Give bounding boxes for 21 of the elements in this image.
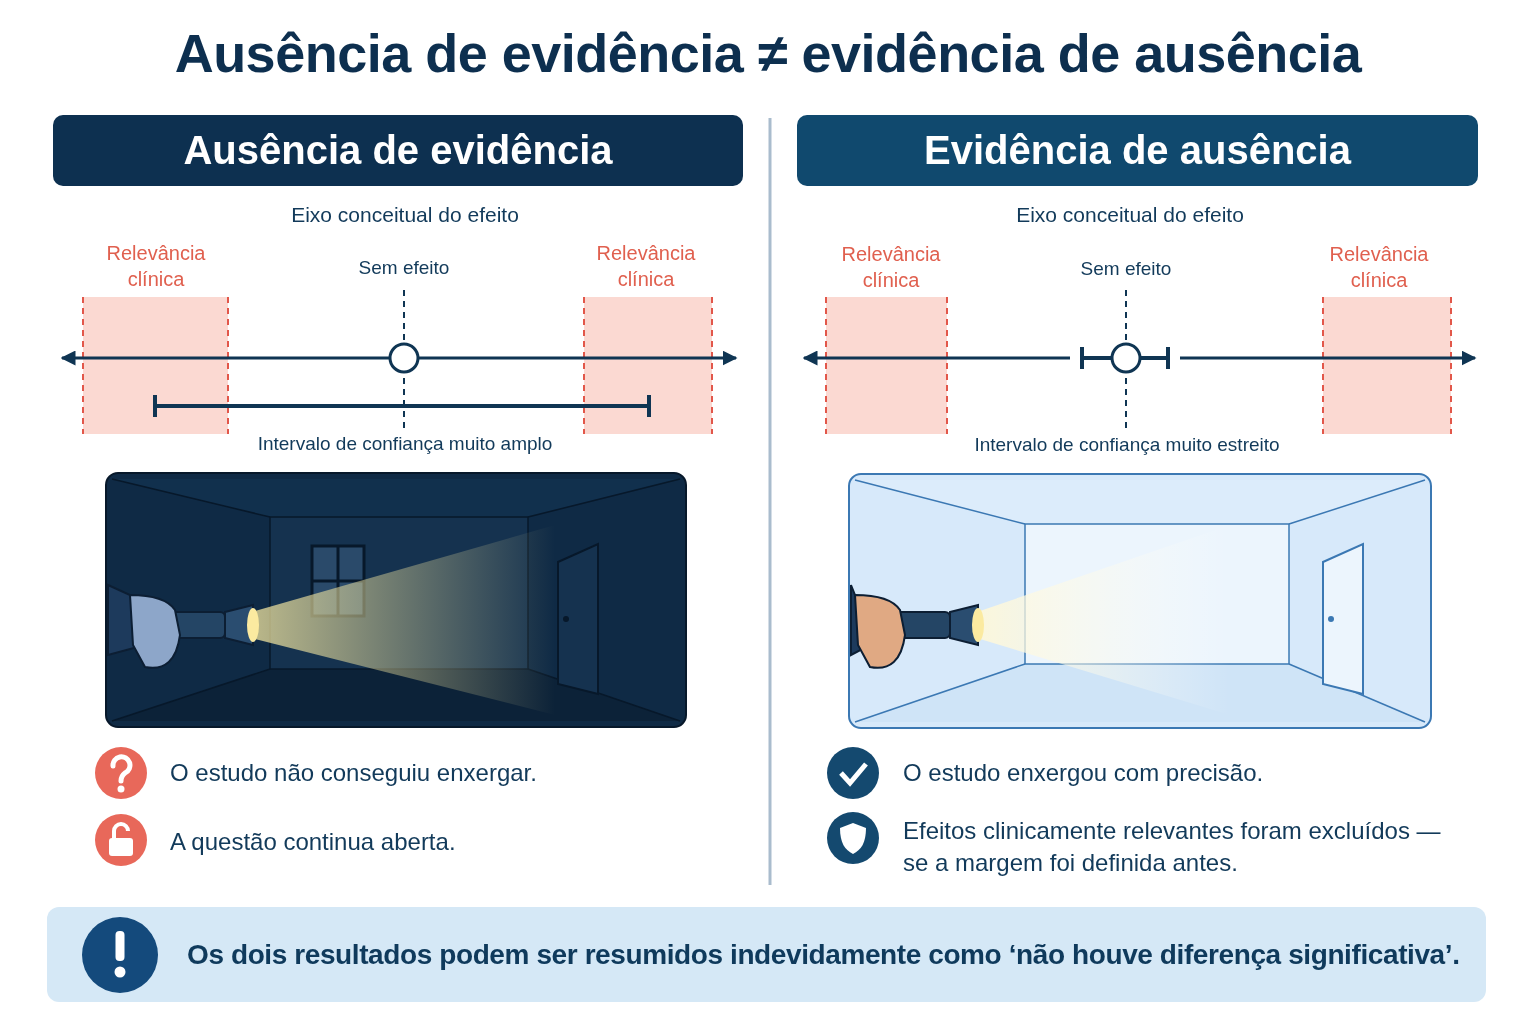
panel-header (53, 115, 743, 186)
bullet-text: A questão continua aberta. (170, 827, 457, 857)
interval-label: Intervalo de confiança muito estreito (973, 434, 1281, 456)
zone-label: Relevância clínica (595, 241, 697, 292)
zone-label: Relevância clínica (840, 242, 942, 293)
bullet-text: Efeitos clinicamente relevantes foram excluídos — se a margem foi definida antes. (903, 816, 1442, 878)
axis-label: Sem efeito (1079, 258, 1173, 280)
bullet-text: O estudo não conseguiu enxergar. (170, 758, 538, 788)
panel-header (797, 115, 1478, 186)
header-text: Ausência de evidência (183, 128, 613, 173)
note-text: Os dois resultados podem ser resumidos indevidamente como ‘não houve diferença significativa’. (187, 938, 1460, 971)
zone-label: Relevância clínica (105, 241, 207, 292)
note-banner (47, 907, 1486, 1002)
axis-title: Eixo conceitual do efeito (290, 203, 520, 227)
interval-label: Intervalo de confiança muito amplo (256, 433, 554, 455)
title: Ausência de evidência ≠ evidência de ausência (173, 22, 1363, 84)
axis-label: Sem efeito (357, 257, 451, 279)
axis-title: Eixo conceitual do efeito (1015, 203, 1245, 227)
bullet-text: O estudo enxergou com precisão. (903, 758, 1265, 788)
header-text: Evidência de ausência (924, 128, 1351, 173)
zone-label: Relevância clínica (1328, 242, 1430, 293)
